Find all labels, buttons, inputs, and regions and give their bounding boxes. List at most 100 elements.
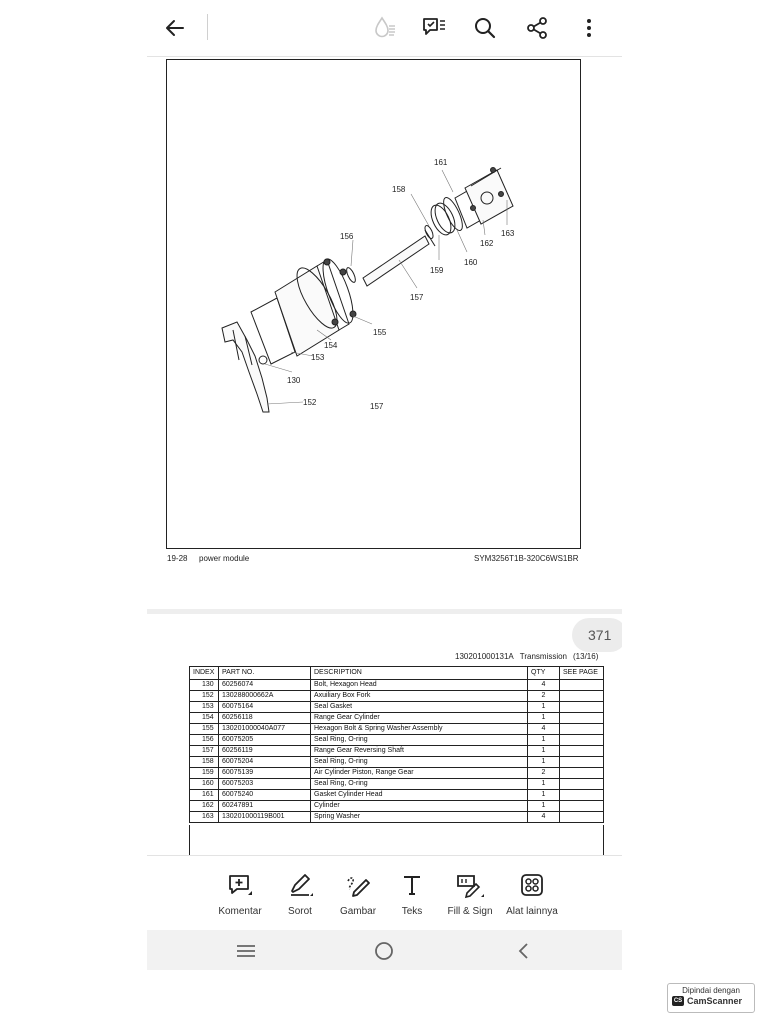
cell-part: 60075203	[218, 778, 311, 790]
column-header: QTY	[527, 666, 560, 680]
recent-apps-button[interactable]	[231, 938, 261, 964]
parts-table: INDEX PART NO. DESCRIPTION QTY SEE PAGE …	[189, 666, 604, 823]
cell-index: 155	[189, 723, 219, 735]
cell-qty: 1	[527, 701, 560, 713]
back-icon	[518, 943, 528, 959]
callout-label: 163	[501, 229, 515, 238]
exploded-parts-diagram	[221, 167, 514, 413]
comments-button[interactable]	[414, 8, 454, 48]
comment-list-icon	[423, 18, 445, 35]
ink-drop-icon	[375, 16, 395, 38]
doc-title: Transmission	[519, 652, 568, 661]
top-app-bar	[147, 0, 622, 57]
cell-desc: Spring Washer	[310, 811, 528, 823]
search-icon	[475, 18, 496, 39]
cell-qty: 2	[527, 767, 560, 779]
comment-tool-button[interactable]: Komentar	[205, 870, 275, 917]
cell-qty: 1	[527, 712, 560, 724]
cell-see	[559, 723, 604, 735]
more-tools-icon	[521, 874, 543, 896]
callout-label: 153	[311, 353, 325, 362]
pdf-page-diagram: 161 158 156 163 162 160 159 157 155 154 …	[147, 57, 622, 609]
more-vert-icon	[587, 19, 591, 37]
cell-part: 60256118	[218, 712, 311, 724]
callout-label: 155	[373, 328, 387, 337]
cell-see	[559, 734, 604, 746]
column-header: SEE PAGE	[559, 666, 604, 680]
cell-part: 60247891	[218, 800, 311, 812]
text-icon	[404, 876, 420, 895]
back-button[interactable]	[155, 8, 195, 48]
callout-label: 159	[430, 266, 444, 275]
draw-pen-icon	[347, 877, 370, 897]
diagram-frame: 161 158 156 163 162 160 159 157 155 154 …	[166, 59, 581, 549]
more-tools-button[interactable]: Alat lainnya	[497, 870, 567, 917]
callout-label: 130	[287, 376, 301, 385]
cell-see	[559, 778, 604, 790]
more-options-button[interactable]	[569, 8, 609, 48]
doc-sheet: (13/16)	[573, 652, 599, 661]
table-header-row: INDEX PART NO. DESCRIPTION QTY SEE PAGE	[189, 666, 604, 680]
cell-desc: Range Gear Reversing Shaft	[310, 745, 528, 757]
cell-see	[559, 789, 604, 801]
highlight-tool-button[interactable]: Sorot	[265, 870, 335, 917]
page-number-badge[interactable]: 371	[572, 618, 622, 652]
nav-back-button[interactable]	[509, 938, 539, 964]
cell-see	[559, 712, 604, 724]
cell-desc: Seal Gasket	[310, 701, 528, 713]
cell-qty: 1	[527, 756, 560, 768]
cell-qty: 4	[527, 811, 560, 823]
cell-see	[559, 679, 604, 691]
search-button[interactable]	[465, 8, 505, 48]
cell-desc: Air Cylinder Piston, Range Gear	[310, 767, 528, 779]
callout-label: 157	[410, 293, 424, 302]
add-comment-icon	[229, 875, 252, 895]
document-viewer[interactable]: 161 158 156 163 162 160 159 157 155 154 …	[147, 57, 622, 855]
cell-qty: 4	[527, 679, 560, 691]
tool-label: Sorot	[288, 906, 312, 917]
callout-label: 162	[480, 239, 494, 248]
home-button[interactable]	[369, 938, 399, 964]
cell-qty: 1	[527, 800, 560, 812]
cell-desc: Range Gear Cylinder	[310, 712, 528, 724]
column-header: INDEX	[189, 666, 219, 680]
share-button[interactable]	[517, 8, 557, 48]
cell-see	[559, 800, 604, 812]
draw-tool-button[interactable]: Gambar	[323, 870, 393, 917]
tool-label: Gambar	[339, 906, 377, 917]
cell-qty: 1	[527, 745, 560, 757]
cell-desc: Seal Ring, O-ring	[310, 778, 528, 790]
liquid-mode-button[interactable]	[365, 8, 405, 48]
cell-qty: 1	[527, 789, 560, 801]
cell-part: 130201000040A077	[218, 723, 311, 735]
cell-index: 156	[189, 734, 219, 746]
cell-desc: Cylinder	[310, 800, 528, 812]
fill-sign-tool-button[interactable]: Fill & Sign	[435, 870, 505, 917]
home-icon	[375, 942, 393, 960]
cell-desc: Gasket Cylinder Head	[310, 789, 528, 801]
cell-index: 159	[189, 767, 219, 779]
bottom-toolbar: Komentar Sorot Gambar Teks Fill & Sign A…	[147, 855, 622, 931]
callout-label: 156	[340, 232, 354, 241]
callout-label: 157	[370, 402, 384, 411]
callout-label: 161	[434, 158, 448, 167]
cell-see	[559, 690, 604, 702]
cell-part: 60075240	[218, 789, 311, 801]
watermark-brand: CamScanner	[687, 996, 743, 1006]
cell-index: 154	[189, 712, 219, 724]
cell-see	[559, 701, 604, 713]
callout-label: 158	[392, 185, 406, 194]
cell-part: 60075139	[218, 767, 311, 779]
table-continuation	[189, 825, 604, 855]
text-tool-button[interactable]: Teks	[377, 870, 447, 917]
